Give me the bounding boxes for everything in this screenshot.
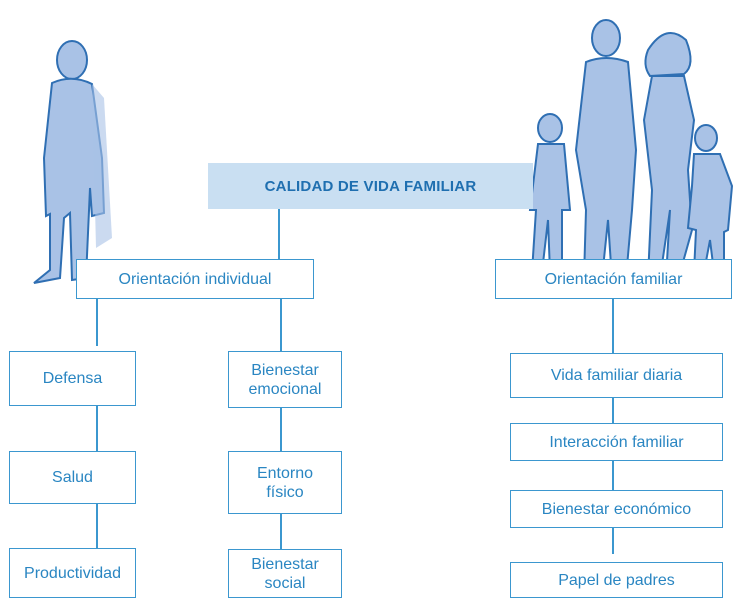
node-bienestar-social: Bienestar social (228, 549, 342, 598)
node-bienestar-emocional: Bienestar emocional (228, 351, 342, 408)
diagram-title: CALIDAD DE VIDA FAMILIAR (208, 163, 533, 209)
node-defensa: Defensa (9, 351, 136, 406)
node-vida-familiar-diaria: Vida familiar diaria (510, 353, 723, 398)
node-productividad: Productividad (9, 548, 136, 598)
orientation-familiar-box: Orientación familiar (495, 259, 732, 299)
node-bienestar-economico: Bienestar económico (510, 490, 723, 528)
orientation-individual-box: Orientación individual (76, 259, 314, 299)
node-interaccion-familiar: Interacción familiar (510, 423, 723, 461)
node-entorno-fisico: Entorno físico (228, 451, 342, 514)
node-papel-de-padres: Papel de padres (510, 562, 723, 598)
person-silhouette-icon (33, 40, 112, 284)
node-salud: Salud (9, 451, 136, 504)
family-silhouette-icon (528, 19, 734, 282)
